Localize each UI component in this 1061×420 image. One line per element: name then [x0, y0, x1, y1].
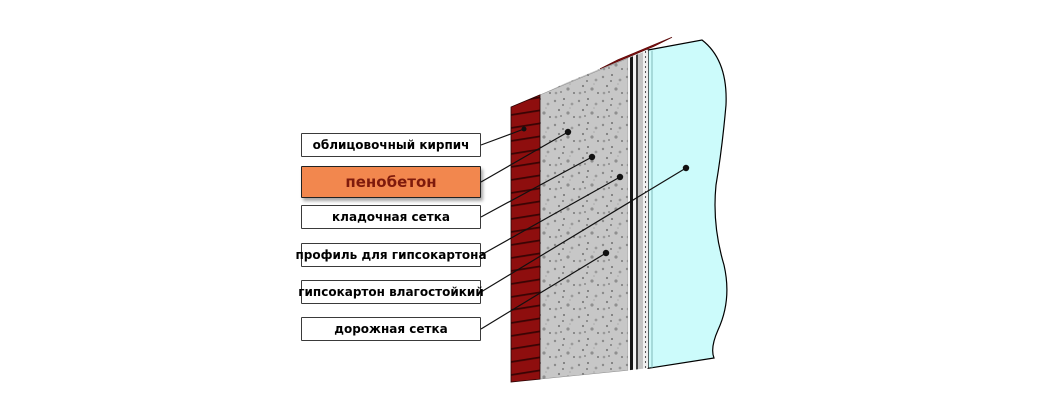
thin-layer-strip-gap-3 [643, 50, 648, 369]
callout-dot-masonry-mesh [588, 153, 596, 161]
callout-dot-foam-concrete [564, 128, 572, 136]
profile-face-strip [638, 52, 643, 370]
callout-line-road-mesh [480, 252, 607, 330]
label-foam-concrete: пенобетон [301, 166, 481, 198]
callout-line-facing-brick [480, 128, 525, 146]
label-drywall-profile: профиль для гипсокартона [295, 243, 487, 267]
callout-dot-facing-brick [521, 126, 527, 132]
callout-dot-drywall-profile [616, 173, 624, 181]
label-facing-brick: облицовочный кирпич [301, 133, 481, 157]
callout-line-masonry-mesh [480, 156, 593, 218]
facing-brick-layer [510, 94, 541, 383]
thin-layer-strip-gap-2 [633, 55, 636, 370]
callout-line-drywall [480, 167, 687, 293]
brick-top-band [599, 36, 673, 70]
drywall-profile-strip [636, 54, 638, 370]
callout-dot-road-mesh [602, 249, 610, 257]
callout-lines [480, 128, 687, 330]
wall-illustration [510, 36, 728, 383]
drywall-board-layer [647, 39, 728, 370]
label-moisture-resistant-drywall: гипсокартон влагостойкий [298, 280, 484, 304]
label-masonry-mesh: кладочная сетка [301, 205, 481, 229]
foam-concrete-layer [539, 57, 629, 380]
callout-line-foam-concrete [480, 131, 569, 183]
callout-dot-drywall [682, 164, 690, 172]
label-road-mesh: дорожная сетка [301, 317, 481, 341]
callout-line-drywall-profile [480, 176, 621, 256]
masonry-mesh-strip [630, 56, 633, 371]
callout-dots [521, 126, 690, 257]
thin-layer-strip-gap-1 [628, 57, 630, 371]
